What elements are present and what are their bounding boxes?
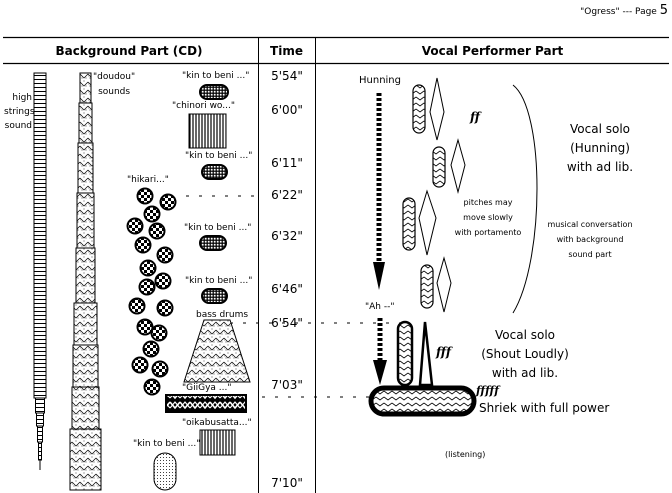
dynamic-fffff: fffff	[476, 384, 499, 397]
bass-drum-shape	[183, 319, 251, 383]
kin-to-beni-oval-2	[201, 164, 228, 180]
label-line: Vocal solo	[495, 328, 555, 342]
kin-to-beni-label-1: "kin to beni ..."	[182, 71, 250, 81]
time-mark: 6'32"	[271, 229, 303, 243]
bass-drums-label: bass drums	[196, 310, 249, 320]
page-label: "Ogress" --- Page 5	[580, 3, 668, 18]
ah-label: "Ah --"	[365, 302, 395, 312]
chinori-wo-block	[188, 113, 227, 149]
gii-gya-bar	[165, 394, 247, 413]
kin-to-beni-label-5: "kin to beni ..."	[133, 439, 201, 449]
label-line: with portamento	[454, 228, 522, 237]
kin-to-beni-label-2: "kin to beni ..."	[185, 151, 253, 161]
label-line: move slowly	[463, 213, 513, 222]
shout-wedge	[418, 321, 434, 387]
dynamic-ff: ff	[470, 110, 480, 124]
label-line: musical conversation	[547, 220, 633, 229]
label-line: with background	[556, 235, 624, 244]
label-line: pitches may	[463, 198, 513, 207]
page-number: 5	[659, 3, 668, 18]
shriek-capsule	[368, 385, 477, 417]
conversation-bracket	[512, 84, 538, 314]
oikabusatta-label: "oikabusatta..."	[182, 418, 252, 428]
label-line: "doudou"	[93, 72, 136, 82]
time-mark: 6'11"	[271, 156, 303, 170]
kin-to-beni-capsule	[153, 452, 177, 491]
kin-to-beni-label-4: "kin to beni ..."	[185, 276, 253, 286]
label-line: (Shout Loudly)	[481, 347, 569, 361]
page-label-text: "Ogress" --- Page	[580, 7, 657, 17]
chinori-wo-label: "chinori wo..."	[172, 101, 235, 111]
label-line: sound part	[568, 250, 612, 259]
doudou-tower	[69, 72, 102, 491]
hikari-label: "hikari..."	[127, 175, 169, 185]
label-line: with ad lib.	[491, 366, 559, 380]
header-background: Background Part (CD)	[55, 44, 203, 58]
label-line: (Hunning)	[570, 141, 630, 155]
label-line: strings	[4, 107, 35, 117]
label-line: Vocal solo	[570, 122, 630, 136]
conversation-note: musical conversation with background sou…	[540, 217, 640, 262]
time-mark: 6'54"	[271, 316, 303, 330]
kin-to-beni-oval-1	[199, 84, 229, 100]
ah-arrowhead	[373, 360, 387, 385]
dynamic-fff: fff	[436, 345, 452, 359]
hunning-capsules	[402, 84, 446, 309]
label-line: with ad lib.	[566, 160, 634, 174]
time-mark: 7'10"	[271, 476, 303, 490]
hikari-circles	[126, 187, 177, 396]
kin-to-beni-label-3: "kin to beni ..."	[184, 223, 252, 233]
hunning-diamonds	[418, 77, 466, 313]
kin-to-beni-oval-3	[199, 235, 227, 251]
header-time: Time	[270, 44, 303, 58]
listening-label: (listening)	[445, 450, 486, 459]
label-line: high	[12, 93, 32, 103]
pitches-note: pitches may move slowly with portamento	[448, 195, 528, 240]
vocal-solo-hunning: Vocal solo (Hunning) with ad lib.	[545, 120, 655, 177]
header-vocal: Vocal Performer Part	[421, 44, 564, 58]
hunning-arrowhead	[373, 262, 385, 290]
label-line: sound	[4, 121, 32, 131]
shout-capsule	[396, 320, 414, 387]
label-line: sounds	[98, 87, 131, 97]
high-strings-label: high strings sound	[4, 91, 35, 133]
time-mark: 5'54"	[271, 69, 303, 83]
kin-to-beni-oval-4	[201, 288, 228, 304]
time-mark: 6'00"	[271, 103, 303, 117]
doudou-label: "doudou" sounds	[93, 70, 135, 100]
shriek-label: Shriek with full power	[479, 401, 610, 415]
hunning-label: Hunning	[359, 75, 401, 86]
vocal-solo-shout: Vocal solo (Shout Loudly) with ad lib.	[470, 326, 580, 383]
time-mark: 6'46"	[271, 282, 303, 296]
time-mark: 6'22"	[271, 188, 303, 202]
oikabusatta-block	[199, 429, 236, 456]
time-mark: 7'03"	[271, 378, 303, 392]
high-strings-bar	[33, 72, 47, 470]
gii-gya-label: "GiiGya ..."	[182, 383, 232, 393]
